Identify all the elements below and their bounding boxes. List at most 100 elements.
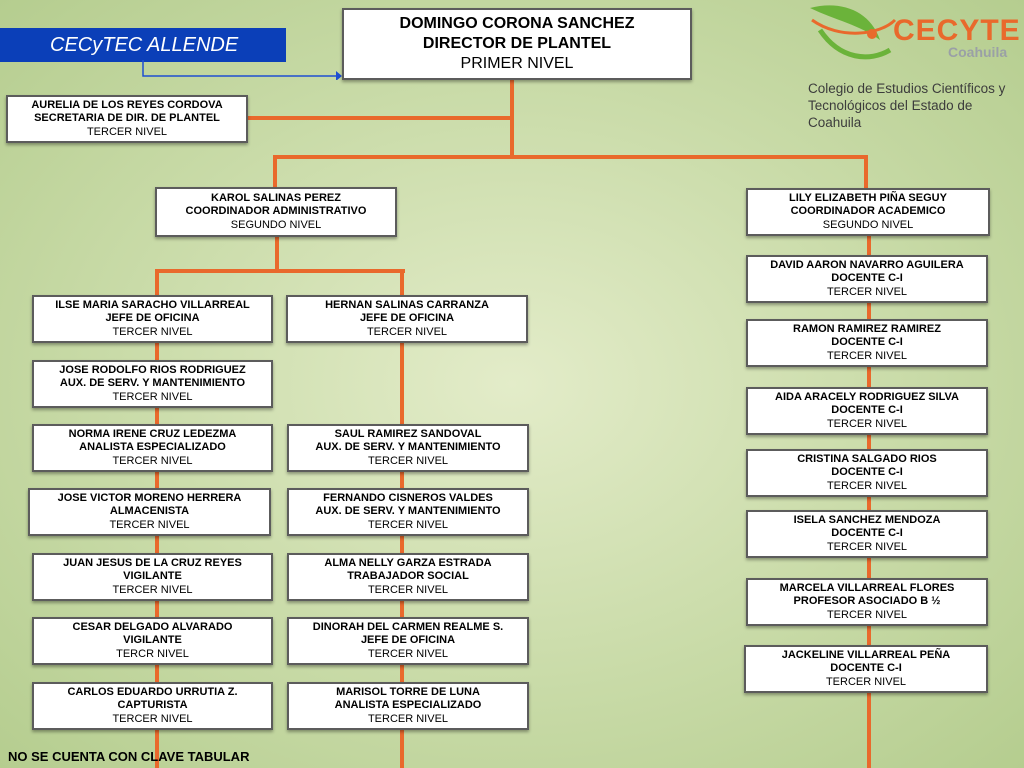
- person-level: TERCER NIVEL: [826, 540, 908, 553]
- person-level: TERCER NIVEL: [112, 454, 193, 467]
- person-role: DIRECTOR DE PLANTEL: [422, 35, 612, 52]
- person-role: DOCENTE C-I: [831, 272, 903, 285]
- staff-box: JOSE RODOLFO RIOS RODRIGUEZ AUX. DE SERV…: [32, 360, 273, 408]
- person-role: JEFE DE OFICINA: [105, 312, 200, 325]
- person-name: CARLOS EDUARDO URRUTIA Z.: [67, 685, 238, 698]
- person-name: NORMA IRENE CRUZ LEDEZMA: [68, 427, 237, 440]
- academic-coordinator-box: LILY ELIZABETH PIÑA SEGUY COORDINADOR AC…: [746, 188, 990, 236]
- person-level: TERCER NIVEL: [112, 390, 193, 403]
- person-level: TERCER NIVEL: [826, 285, 908, 298]
- person-level: TERCER NIVEL: [367, 647, 449, 660]
- logo-caption-line1: Colegio de Estudios Científicos y: [808, 81, 1006, 96]
- person-level: TERCER NIVEL: [826, 349, 908, 362]
- logo-state: Coahuila: [948, 44, 1008, 60]
- person-level: TERCER NIVEL: [112, 583, 193, 596]
- person-role: JEFE DE OFICINA: [360, 634, 456, 647]
- staff-box: NORMA IRENE CRUZ LEDEZMA ANALISTA ESPECI…: [32, 424, 273, 472]
- connector-academic-trunk: [867, 235, 871, 768]
- footer-note: NO SE CUENTA CON CLAVE TABULAR: [8, 749, 250, 764]
- person-role: DOCENTE C-I: [831, 404, 903, 417]
- campus-title-badge: CECyTEC ALLENDE: [0, 28, 286, 62]
- person-name: KAROL SALINAS PEREZ: [211, 191, 341, 204]
- person-name: RAMON RAMIREZ RAMIREZ: [793, 322, 941, 335]
- person-role: COORDINADOR ADMINISTRATIVO: [185, 205, 367, 218]
- campus-title: CECyTEC ALLENDE: [50, 33, 239, 56]
- person-level: TERCER NIVEL: [826, 479, 908, 492]
- teacher-box: RAMON RAMIREZ RAMIREZ DOCENTE C-I TERCER…: [746, 319, 988, 367]
- person-role: ALMACENISTA: [109, 505, 190, 518]
- admin-coordinator-box: KAROL SALINAS PEREZ COORDINADOR ADMINIST…: [155, 187, 397, 237]
- person-role: PROFESOR ASOCIADO B ½: [793, 595, 941, 608]
- person-level: TERCER NIVEL: [367, 712, 449, 725]
- person-role: ANALISTA ESPECIALIZADO: [334, 699, 482, 712]
- connector-admin-drop: [273, 155, 277, 189]
- staff-box: MARISOL TORRE DE LUNA ANALISTA ESPECIALI…: [287, 682, 529, 730]
- person-role: CAPTURISTA: [117, 699, 188, 712]
- person-role: JEFE DE OFICINA: [359, 312, 455, 325]
- person-name: ILSE MARIA SARACHO VILLARREAL: [55, 298, 250, 311]
- person-role: DOCENTE C-I: [830, 662, 902, 675]
- person-name: JOSE RODOLFO RIOS RODRIGUEZ: [59, 363, 246, 376]
- staff-box: FERNANDO CISNEROS VALDES AUX. DE SERV. Y…: [287, 488, 529, 536]
- teacher-box: ISELA SANCHEZ MENDOZA DOCENTE C-I TERCER…: [746, 510, 988, 558]
- staff-box: JUAN JESUS DE LA CRUZ REYES VIGILANTE TE…: [32, 553, 273, 601]
- person-name: JUAN JESUS DE LA CRUZ REYES: [63, 556, 242, 569]
- person-level: TERCER NIVEL: [109, 518, 190, 531]
- teacher-box: DAVID AARON NAVARRO AGUILERA DOCENTE C-I…: [746, 255, 988, 303]
- person-name: MARCELA VILLARREAL FLORES: [779, 581, 955, 594]
- connector-secretary: [248, 116, 512, 120]
- person-name: DOMINGO CORONA SANCHEZ: [399, 15, 635, 32]
- person-name: LILY ELIZABETH PIÑA SEGUY: [789, 191, 947, 204]
- secretary-box: AURELIA DE LOS REYES CORDOVA SECRETARIA …: [6, 95, 248, 143]
- person-name: JACKELINE VILLARREAL PEÑA: [781, 648, 951, 661]
- person-role: AUX. DE SERV. Y MANTENIMIENTO: [315, 505, 501, 518]
- person-role: DOCENTE C-I: [831, 466, 903, 479]
- person-role: SECRETARIA DE DIR. DE PLANTEL: [34, 112, 220, 125]
- connector-academic-drop: [864, 155, 868, 189]
- staff-box: SAUL RAMIREZ SANDOVAL AUX. DE SERV. Y MA…: [287, 424, 529, 472]
- staff-box: ALMA NELLY GARZA ESTRADA TRABAJADOR SOCI…: [287, 553, 529, 601]
- staff-box: HERNAN SALINAS CARRANZA JEFE DE OFICINA …: [286, 295, 528, 343]
- person-level: TERCER NIVEL: [826, 608, 908, 621]
- person-name: CRISTINA SALGADO RIOS: [797, 452, 937, 465]
- person-level: TERCER NIVEL: [112, 325, 193, 338]
- connector-admin-trunk: [275, 235, 279, 271]
- person-level: TERCER NIVEL: [86, 125, 168, 138]
- person-name: SAUL RAMIREZ SANDOVAL: [334, 427, 482, 440]
- teacher-box: JACKELINE VILLARREAL PEÑA DOCENTE C-I TE…: [744, 645, 988, 693]
- staff-box: ILSE MARIA SARACHO VILLARREAL JEFE DE OF…: [32, 295, 273, 343]
- person-role: VIGILANTE: [123, 570, 182, 583]
- person-level: TERCER NIVEL: [825, 675, 907, 688]
- person-level: TERCER NIVEL: [367, 518, 449, 531]
- person-level: TERCR NIVEL: [116, 647, 189, 660]
- person-name: ALMA NELLY GARZA ESTRADA: [324, 556, 492, 569]
- person-name: JOSE VICTOR MORENO HERRERA: [57, 491, 242, 504]
- person-level: TERCER NIVEL: [366, 325, 448, 338]
- logo-caption-line2: Tecnológicos del Estado de Coahuila: [808, 98, 973, 130]
- staff-box: CESAR DELGADO ALVARADO VIGILANTE TERCR N…: [32, 617, 273, 665]
- teacher-box: AIDA ARACELY RODRIGUEZ SILVA DOCENTE C-I…: [746, 387, 988, 435]
- person-level: SEGUNDO NIVEL: [230, 218, 322, 231]
- arrow-icon: [142, 60, 342, 80]
- person-role: ANALISTA ESPECIALIZADO: [79, 441, 226, 454]
- person-name: DINORAH DEL CARMEN REALME S.: [312, 620, 504, 633]
- person-role: DOCENTE C-I: [831, 527, 903, 540]
- cecyte-logo-icon: [810, 5, 897, 60]
- person-level: PRIMER NIVEL: [460, 55, 574, 72]
- teacher-box: CRISTINA SALGADO RIOS DOCENTE C-I TERCER…: [746, 449, 988, 497]
- person-role: AUX. DE SERV. Y MANTENIMIENTO: [59, 377, 246, 390]
- person-level: TERCER NIVEL: [367, 454, 449, 467]
- connector-director-trunk: [510, 80, 514, 158]
- teacher-box: MARCELA VILLARREAL FLORES PROFESOR ASOCI…: [746, 578, 988, 626]
- person-role: COORDINADOR ACADEMICO: [790, 205, 946, 218]
- person-name: CESAR DELGADO ALVARADO: [72, 620, 233, 633]
- staff-box: CARLOS EDUARDO URRUTIA Z. CAPTURISTA TER…: [32, 682, 273, 730]
- person-name: HERNAN SALINAS CARRANZA: [325, 298, 489, 311]
- person-level: SEGUNDO NIVEL: [822, 218, 914, 231]
- logo-brand: CECYTE: [893, 14, 1021, 47]
- person-name: AIDA ARACELY RODRIGUEZ SILVA: [775, 390, 959, 403]
- person-name: DAVID AARON NAVARRO AGUILERA: [770, 258, 964, 271]
- person-role: AUX. DE SERV. Y MANTENIMIENTO: [315, 441, 501, 454]
- person-level: TERCER NIVEL: [826, 417, 908, 430]
- staff-box: JOSE VICTOR MORENO HERRERA ALMACENISTA T…: [28, 488, 271, 536]
